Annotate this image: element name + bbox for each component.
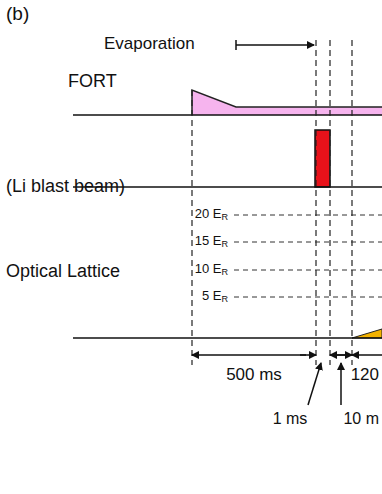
duration-label: 500 ms	[225, 366, 283, 385]
dimension-arrows	[192, 355, 382, 405]
depth-guides	[234, 215, 382, 297]
fort-trace	[192, 90, 382, 115]
panel-letter: (b)	[6, 4, 29, 25]
channel-label: Optical Lattice	[6, 262, 120, 282]
evaporation-tick	[235, 40, 237, 50]
channel-label: FORT	[68, 72, 117, 92]
lattice-ramp	[352, 329, 382, 338]
lattice-axis	[73, 337, 382, 339]
evaporation-arrow	[236, 44, 314, 46]
channel-label: (Li blast beam)	[6, 177, 125, 197]
duration-label: 120	[350, 366, 380, 385]
phase-label: Evaporation	[104, 35, 195, 54]
fort-axis	[73, 114, 382, 116]
depth-label: 5 ER	[201, 289, 229, 304]
fort-fill	[192, 90, 382, 115]
depth-label: 10 ER	[194, 262, 229, 277]
depth-label: 15 ER	[194, 234, 229, 249]
depth-label: 20 ER	[194, 207, 229, 222]
duration-label: 1 ms	[272, 410, 309, 428]
duration-label: 10 m	[342, 410, 380, 428]
time-markers	[192, 40, 352, 365]
blast-pulse	[315, 130, 330, 187]
